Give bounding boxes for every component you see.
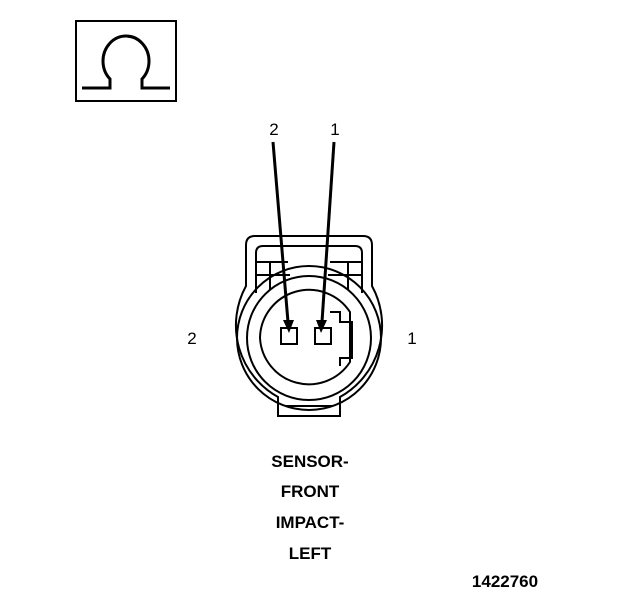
caption-line-1: SENSOR- [271, 452, 349, 471]
caption-line-4: LEFT [288, 544, 332, 563]
connector-housing [234, 235, 384, 417]
pin-label-2-top: 2 [269, 120, 279, 139]
figure-id: 1422760 [471, 572, 539, 591]
pin-label-1-top: 1 [330, 120, 340, 139]
ohm-icon [75, 20, 177, 102]
side-label-2: 2 [187, 329, 197, 348]
terminal-1-cavity [314, 327, 332, 345]
pin-1-leader [316, 141, 336, 333]
caption-line-3: IMPACT- [275, 513, 345, 532]
caption-line-2: FRONT [280, 482, 340, 501]
side-label-1: 1 [407, 329, 417, 348]
pin-2-leader [271, 141, 294, 333]
